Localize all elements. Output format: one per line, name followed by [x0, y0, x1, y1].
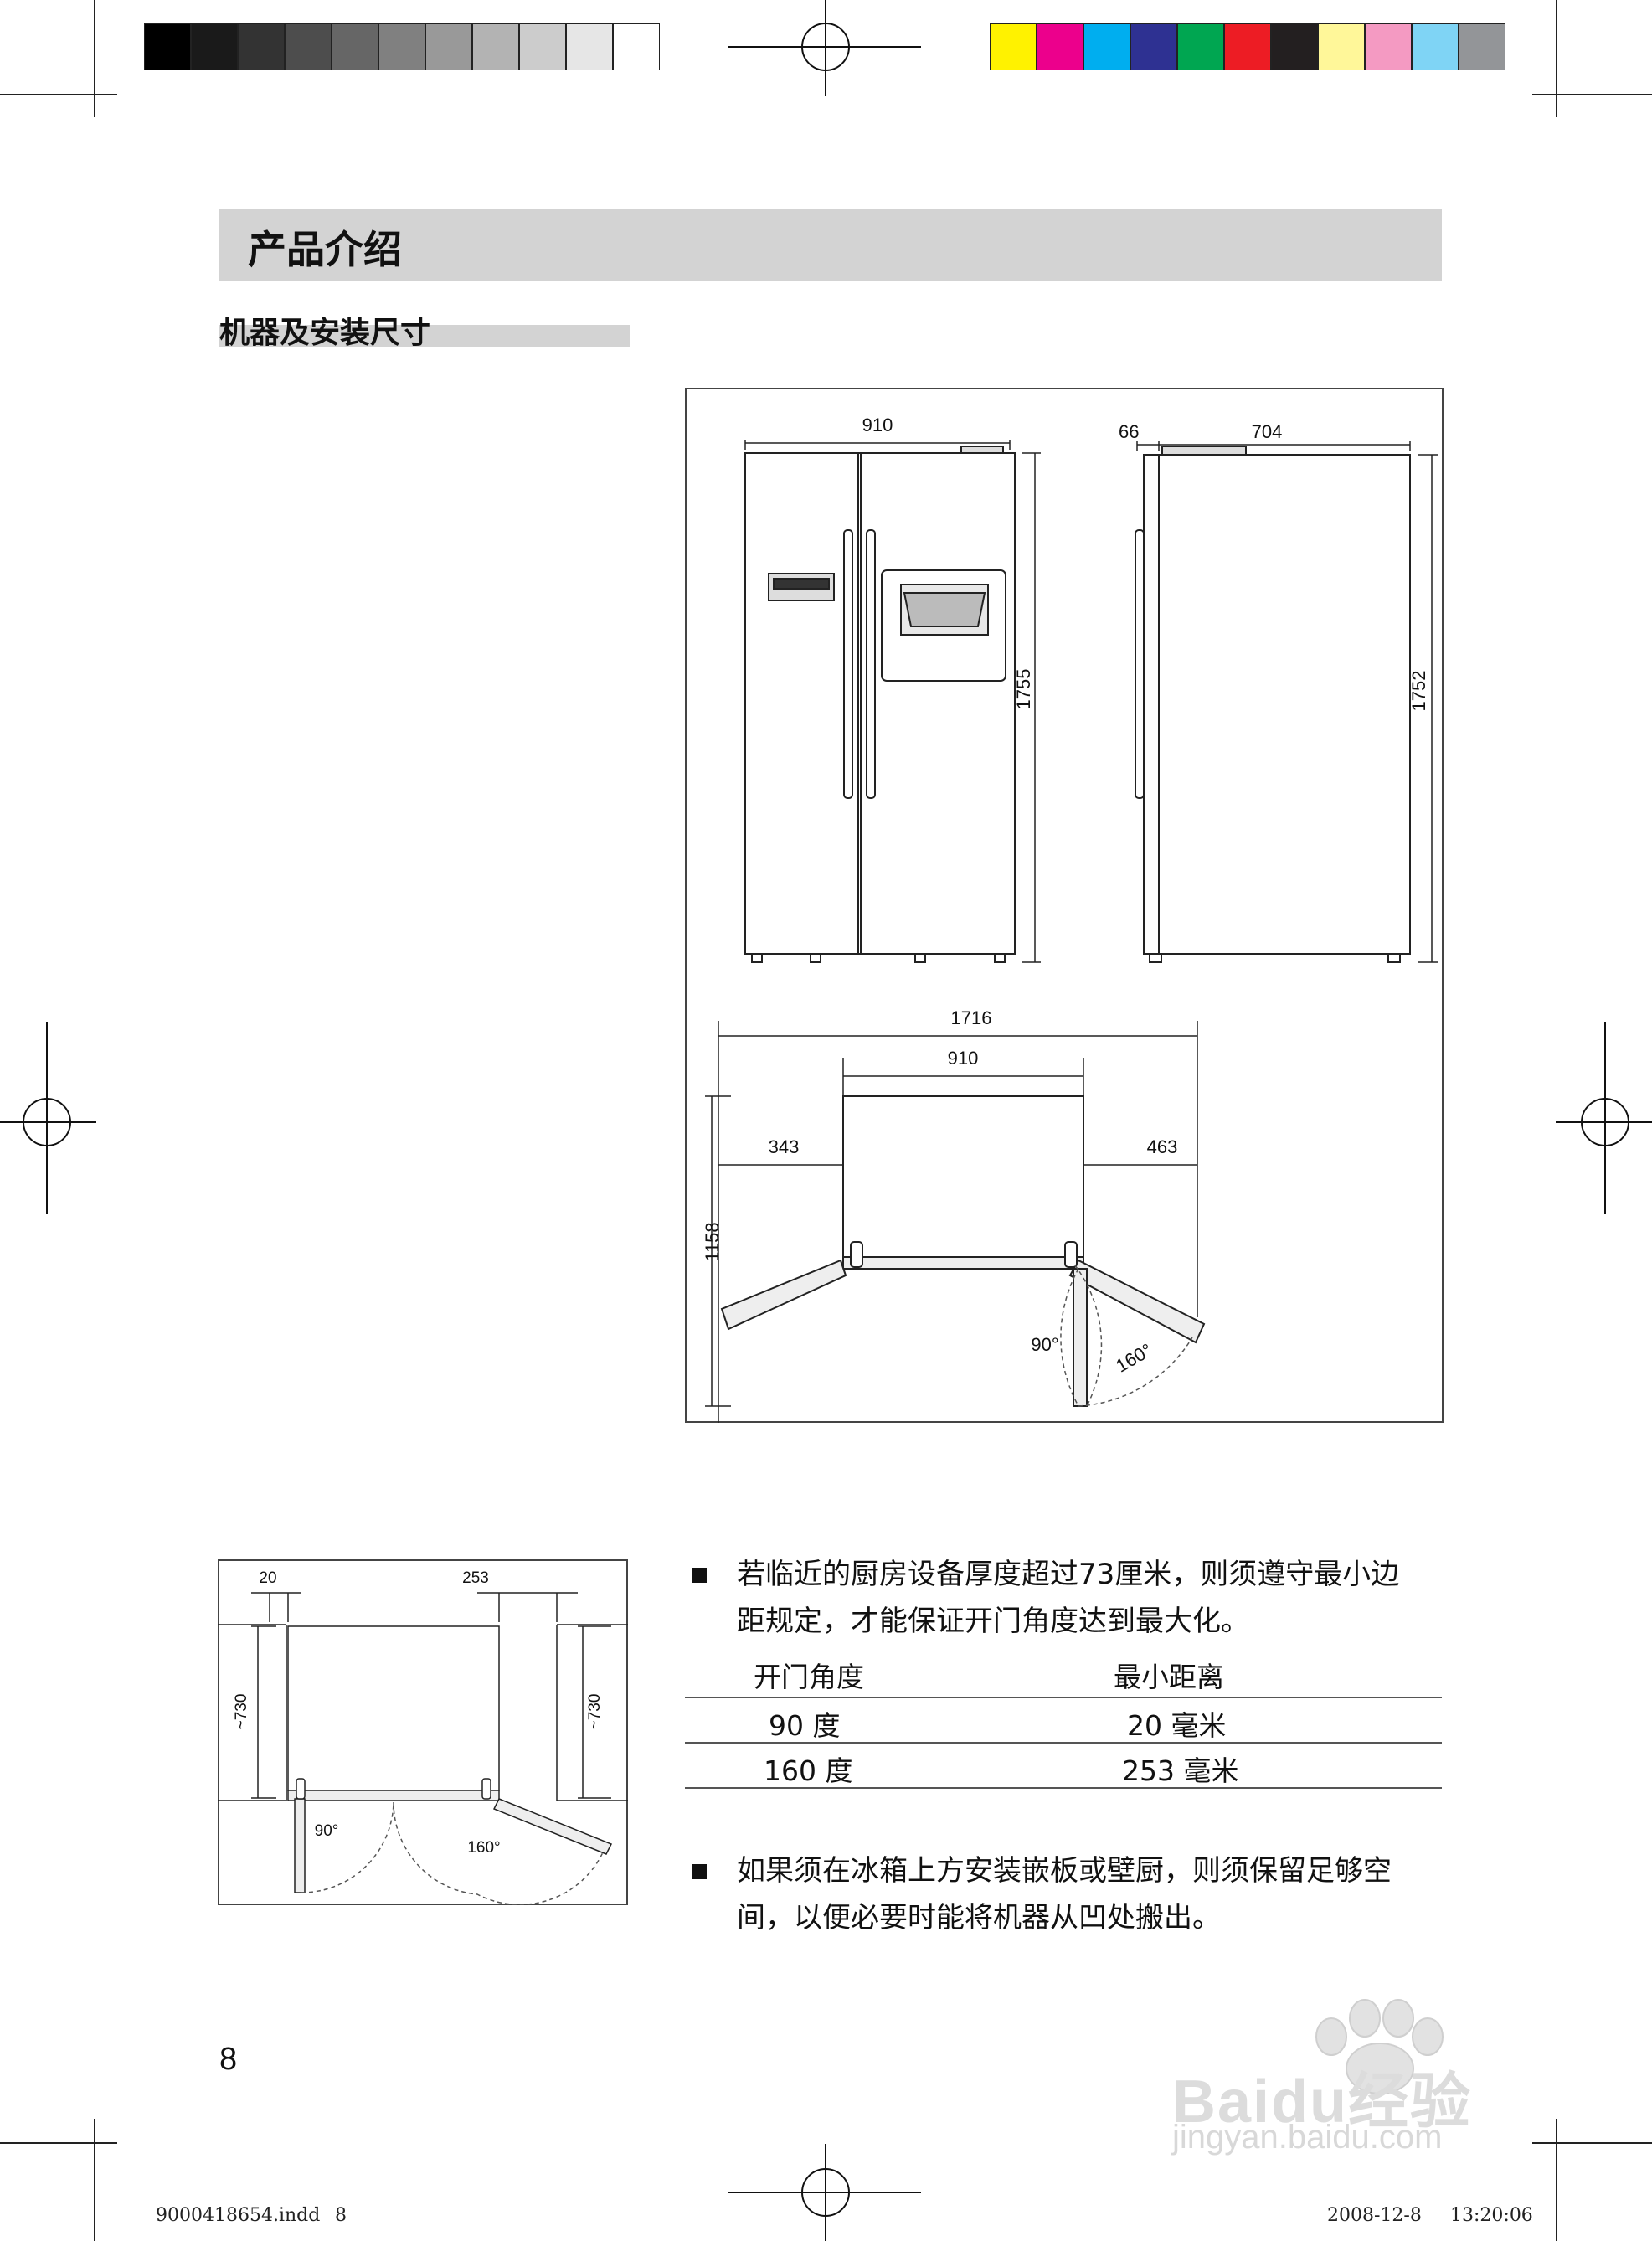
- top-left-clear-label: 343: [769, 1136, 800, 1157]
- table-rule-bottom: [685, 1787, 1442, 1789]
- front-height-label: 1755: [1013, 669, 1034, 710]
- color-swatch: [1037, 23, 1083, 70]
- top-right-clear-label: 463: [1147, 1136, 1178, 1157]
- color-swatch: [285, 23, 332, 70]
- side-depth-label: 704: [1252, 421, 1283, 442]
- color-swatch: [238, 23, 285, 70]
- color-swatch: [332, 23, 378, 70]
- angle-90-label: 90°: [1031, 1334, 1058, 1355]
- note-2-line-2: 间，以便必要时能将机器从凹处搬出。: [737, 1901, 1221, 1934]
- color-swatch: [1130, 23, 1177, 70]
- fridge-side-view: [1135, 446, 1411, 963]
- cabinet-layout: [218, 1624, 628, 1893]
- top-depth-label: 1158: [702, 1222, 723, 1261]
- note-1-line-2: 距规定，才能保证开门角度达到最大化。: [737, 1605, 1249, 1638]
- left-depth-label: ~730: [233, 1694, 250, 1730]
- color-swatch: [566, 23, 613, 70]
- color-swatch: [613, 23, 660, 70]
- color-swatch: [472, 23, 519, 70]
- top-width-label: 910: [948, 1048, 979, 1069]
- note-1-line-1: 若临近的厨房设备厚度超过73厘米，则须遵守最小边: [737, 1558, 1400, 1591]
- table-cell-angle-1: 90 度: [769, 1709, 841, 1742]
- color-swatch: [519, 23, 566, 70]
- subsection-underline: [219, 325, 630, 347]
- installation-clearance-diagram: 20 253 ~730 ~730 90° 160°: [218, 1559, 628, 1905]
- door-swing-arcs: [1060, 1265, 1193, 1407]
- color-swatch: [1412, 23, 1459, 70]
- color-swatch: [144, 23, 191, 70]
- footer-time: 13:20:06: [1450, 2205, 1533, 2226]
- front-width-label: 910: [862, 415, 893, 435]
- table-cell-angle-2: 160 度: [764, 1754, 853, 1787]
- color-swatch: [378, 23, 425, 70]
- footer-file: 9000418654.indd: [156, 2205, 321, 2226]
- section-header-band: [219, 209, 1442, 281]
- left-gap-label: 20: [259, 1569, 276, 1587]
- table-header-angle: 开门角度: [754, 1661, 864, 1693]
- color-swatch: [1318, 23, 1365, 70]
- small-angle-160-label: 160°: [467, 1839, 500, 1857]
- color-swatch: [1271, 23, 1318, 70]
- dimension-diagram: 910 1755 66 704 1752: [685, 388, 1444, 1423]
- color-swatch: [1459, 23, 1505, 70]
- baidu-watermark: Baidu经验 jingyan.baidu.com: [1155, 1985, 1557, 2156]
- table-rule-mid: [685, 1742, 1442, 1744]
- top-dimension-lines: [705, 1021, 1198, 1423]
- side-door-label: 66: [1119, 421, 1139, 442]
- color-swatch: [1083, 23, 1130, 70]
- watermark-brand: Baidu经验: [1172, 2068, 1473, 2135]
- color-swatch: [1224, 23, 1271, 70]
- small-angle-90-label: 90°: [315, 1822, 339, 1840]
- section-title: 产品介绍: [248, 227, 402, 272]
- color-swatch: [191, 23, 238, 70]
- table-rule-top: [685, 1697, 1442, 1698]
- color-swatch: [1177, 23, 1224, 70]
- footer-date: 2008-12-8: [1327, 2205, 1422, 2226]
- note-2-line-1: 如果须在冰箱上方安装嵌板或壁厨，则须保留足够空: [737, 1854, 1392, 1888]
- side-height-label: 1752: [1408, 671, 1429, 712]
- front-dimension-lines: [744, 440, 1041, 963]
- bullet-marker: [692, 1864, 707, 1879]
- bullet-marker: [692, 1568, 707, 1583]
- color-swatch: [990, 23, 1037, 70]
- watermark-url: jingyan.baidu.com: [1172, 2119, 1443, 2156]
- table-header-distance: 最小距离: [1114, 1661, 1224, 1693]
- top-total-label: 1716: [951, 1007, 992, 1028]
- baidu-paw-logo: [1315, 1999, 1444, 2094]
- table-cell-distance-2: 253 毫米: [1122, 1754, 1239, 1787]
- fridge-front-view: [744, 446, 1016, 963]
- fridge-top-view: [720, 1095, 1206, 1407]
- right-depth-label: ~730: [586, 1694, 604, 1730]
- subsection-title: 机器及安装尺寸: [219, 316, 431, 350]
- footer-page: 8: [335, 2205, 347, 2226]
- color-swatch: [425, 23, 472, 70]
- color-swatch: [1365, 23, 1412, 70]
- page-number: 8: [219, 2042, 238, 2077]
- right-gap-label: 253: [462, 1569, 489, 1587]
- table-cell-distance-1: 20 毫米: [1127, 1709, 1227, 1742]
- side-dimension-lines: [1136, 441, 1438, 963]
